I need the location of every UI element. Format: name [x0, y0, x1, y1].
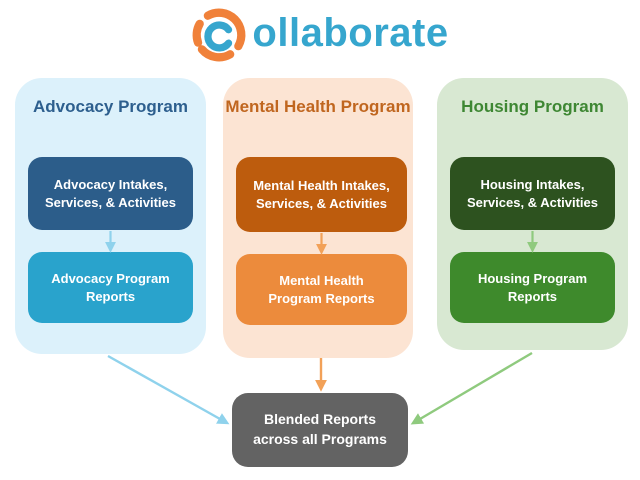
title-line: Program [340, 97, 411, 116]
ring-segment-top [204, 8, 246, 51]
box-label-line: Housing Intakes, [480, 176, 585, 192]
housing-program-panel: Housing Program Housing Intakes, Service… [437, 78, 628, 350]
box-label-line: Services, & Activities [466, 194, 599, 210]
mental-health-program-panel: Mental Health Program Mental Health Inta… [223, 78, 413, 358]
title-line: Program [118, 97, 188, 116]
title-line: Advocacy [33, 97, 114, 116]
collaborate-logo: ollaborate [0, 4, 640, 66]
logo-inner-c [204, 21, 233, 52]
title-line: Program [533, 97, 604, 116]
housing-to-blended-arrow [410, 351, 533, 425]
mental-health-intakes-box: Mental Health Intakes, Services, & Activ… [236, 157, 407, 232]
advocacy-reports-box: Advocacy Program Reports [28, 252, 193, 323]
advocacy-program-panel: Advocacy Program Advocacy Intakes, Servi… [15, 78, 206, 354]
ring-segment-left [192, 19, 205, 47]
title-line: Mental Health [225, 97, 336, 116]
box-label-line: Services, & Activities [44, 194, 177, 210]
blended-reports-box: Blended Reports across all Programs [232, 393, 408, 467]
mental-health-reports-box: Mental Health Program Reports [236, 254, 407, 325]
housing-reports-box: Housing Program Reports [450, 252, 615, 323]
housing-program-title: Housing Program [437, 97, 628, 117]
logo-wordmark: ollaborate [252, 11, 449, 55]
box-label-line: Advocacy Intakes, [53, 176, 168, 192]
logo-c-ring-icon [192, 8, 246, 62]
box-label-line: Mental Health Intakes, [253, 177, 390, 193]
box-label-line: Reports [85, 288, 136, 304]
advocacy-to-blended-arrow [107, 354, 230, 425]
box-label-line: Advocacy Program [51, 270, 170, 286]
box-label-line: Services, & Activities [255, 195, 388, 211]
box-label-line: Program Reports [268, 290, 375, 306]
ring-segment-bottom [198, 45, 235, 62]
mental-health-program-title: Mental Health Program [223, 97, 413, 117]
box-label-line: across all Programs [253, 431, 387, 447]
box-label-line: Mental Health [279, 272, 364, 288]
housing-intakes-box: Housing Intakes, Services, & Activities [450, 157, 615, 230]
advocacy-program-title: Advocacy Program [15, 97, 206, 117]
advocacy-intakes-box: Advocacy Intakes, Services, & Activities [28, 157, 193, 230]
title-line: Housing [461, 97, 530, 116]
box-label-line: Reports [507, 288, 558, 304]
box-label-line: Blended Reports [263, 411, 376, 428]
box-label-line: Housing Program [477, 270, 588, 286]
